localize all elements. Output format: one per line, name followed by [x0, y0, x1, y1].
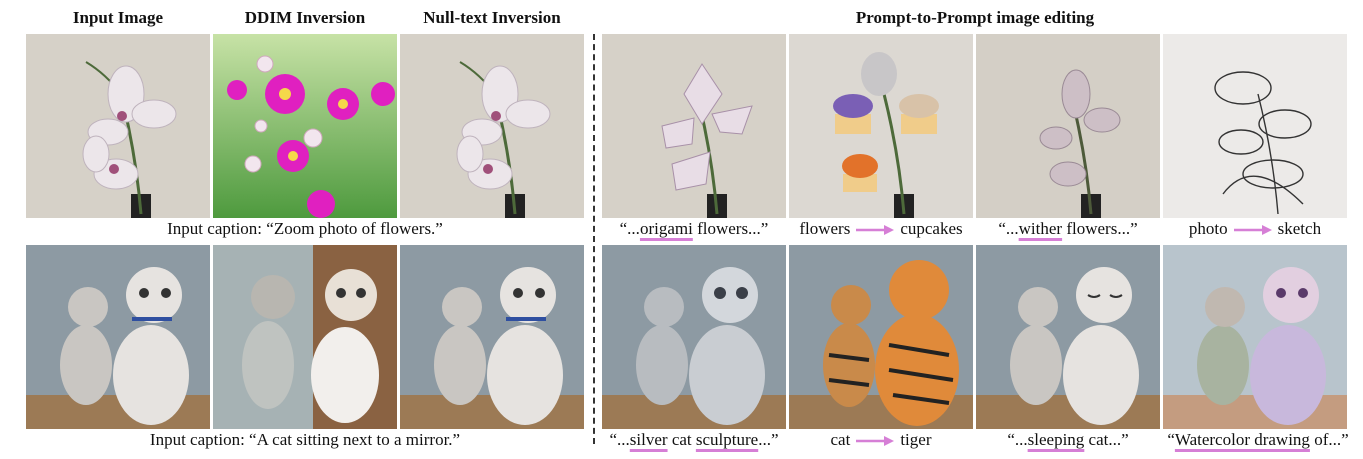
edit-caption-cupcakes: flowers cupcakes	[789, 219, 973, 239]
caption-post: flowers...”	[1062, 219, 1138, 238]
cat-tiger-image	[789, 245, 973, 429]
caption-from: photo	[1188, 219, 1228, 238]
right-arrow-icon	[856, 225, 895, 236]
cat-input-image	[26, 245, 210, 429]
edit-caption-sketch: photo sketch	[1163, 219, 1347, 239]
caption-pre: “...	[609, 430, 630, 449]
header-input-image: Input Image	[72, 8, 164, 27]
cat-sleeping-image	[976, 245, 1160, 429]
edit-caption-watercolor: “Watercolor drawing of...”	[1160, 430, 1356, 450]
caption-pre: “...	[1007, 430, 1028, 449]
caption-to: sketch	[1277, 219, 1322, 238]
highlight-word: silver	[629, 430, 668, 449]
caption-to: tiger	[900, 430, 932, 449]
caption-pre: “	[1167, 430, 1175, 449]
cat-silver-image	[602, 245, 786, 429]
cat-ddim-image	[213, 245, 397, 429]
highlight-word: origami	[639, 219, 693, 238]
highlight-word: sleeping	[1027, 430, 1085, 449]
caption-post: flowers...”	[692, 219, 769, 238]
right-arrow-icon	[1233, 225, 1272, 236]
caption-post: cat...”	[1084, 430, 1129, 449]
flower-origami-image	[602, 34, 786, 218]
caption-post: ...”	[758, 430, 779, 449]
flower-input-image	[26, 34, 210, 218]
input-caption-flowers: Input caption: “Zoom photo of flowers.”	[167, 219, 443, 238]
caption-pre: “...	[998, 219, 1019, 238]
header-null-text-inversion: Null-text Inversion	[423, 8, 561, 27]
caption-mid: cat	[667, 430, 696, 449]
caption-to: cupcakes	[900, 219, 963, 238]
flower-ddim-image	[213, 34, 397, 218]
highlight-word-2: sculpture	[695, 430, 759, 449]
dashed-divider	[593, 34, 595, 444]
flower-sketch-image	[1163, 34, 1347, 218]
edit-caption-tiger: cat tiger	[789, 430, 973, 450]
caption-from: cat	[830, 430, 851, 449]
cat-watercolor-image	[1163, 245, 1347, 429]
header-p2p-editing: Prompt-to-Prompt image editing	[855, 8, 1095, 27]
input-caption-cat: Input caption: “A cat sitting next to a …	[149, 430, 461, 449]
caption-post: of...”	[1309, 430, 1349, 449]
cat-null-text-image	[400, 245, 584, 429]
edit-caption-silver: “...silver cat sculpture...”	[596, 430, 792, 450]
flower-cupcakes-image	[789, 34, 973, 218]
highlight-word: wither	[1018, 219, 1063, 238]
edit-caption-wither: “...wither flowers...”	[976, 219, 1160, 239]
edit-caption-sleeping: “...sleeping cat...”	[976, 430, 1160, 450]
highlight-word: Watercolor drawing	[1174, 430, 1310, 449]
right-arrow-icon	[856, 436, 895, 447]
flower-null-text-image	[400, 34, 584, 218]
header-ddim-inversion: DDIM Inversion	[244, 8, 366, 27]
caption-from: flowers	[799, 219, 851, 238]
edit-caption-origami: “...origami flowers...”	[602, 219, 786, 239]
caption-pre: “...	[619, 219, 640, 238]
flower-wither-image	[976, 34, 1160, 218]
